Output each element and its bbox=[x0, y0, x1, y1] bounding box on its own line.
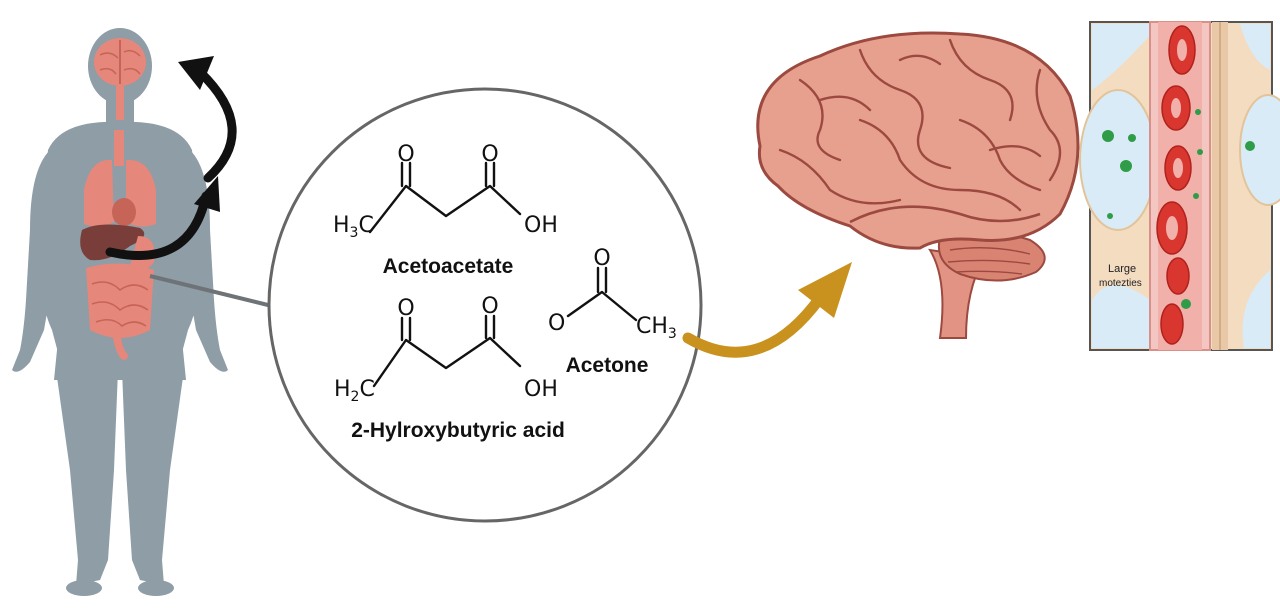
hydroxybutyric-hydroxyl: OH bbox=[524, 377, 558, 402]
brain-illustration bbox=[756, 31, 1080, 339]
acetoacetate-oxygen-keto: O bbox=[397, 142, 414, 167]
molecule-dots bbox=[1102, 109, 1255, 309]
hydroxybutyric-methyl: H2C bbox=[334, 377, 375, 405]
molecule-callout-circle bbox=[267, 87, 703, 523]
callout-line bbox=[149, 274, 273, 308]
acetoacetate-structure: O O H3C OH Acetoacetate bbox=[333, 142, 558, 278]
acetone-oxygen-top: O bbox=[593, 246, 610, 271]
hydroxybutyric-oxygen-keto: O bbox=[397, 296, 414, 321]
acetoacetate-hydroxyl: OH bbox=[524, 213, 558, 238]
liver-to-brain-arrows bbox=[105, 56, 237, 260]
acetone-methyl: CH3 bbox=[636, 314, 677, 342]
acetoacetate-oxygen-acid: O bbox=[481, 142, 498, 167]
blood-brain-barrier-inset: Large motezties bbox=[1079, 21, 1280, 351]
acetoacetate-label: Acetoacetate bbox=[383, 255, 514, 278]
transport-to-brain-arrow bbox=[682, 262, 852, 358]
acetone-oxygen-left: O bbox=[548, 311, 565, 336]
inset-label-line2: motezties bbox=[1099, 278, 1142, 289]
acetone-structure: O O CH3 Acetone bbox=[548, 246, 677, 377]
inset-label-line1: Large bbox=[1108, 263, 1136, 275]
hydroxybutyric-oxygen-acid: O bbox=[481, 294, 498, 319]
hydroxybutyric-acid-structure: O O H2C OH 2-Hylroxybutyric acid bbox=[334, 294, 565, 442]
figure-left-lung bbox=[84, 159, 114, 227]
acetoacetate-methyl: H3C bbox=[333, 213, 374, 241]
figure-spinal-cord bbox=[116, 86, 124, 120]
acetone-label: Acetone bbox=[566, 354, 649, 377]
figure-intestines bbox=[86, 263, 154, 338]
human-body-figure bbox=[12, 28, 228, 596]
hydroxybutyric-acid-label: 2-Hylroxybutyric acid bbox=[351, 419, 565, 442]
figure-heart bbox=[112, 198, 136, 226]
figure-liver bbox=[80, 224, 145, 261]
